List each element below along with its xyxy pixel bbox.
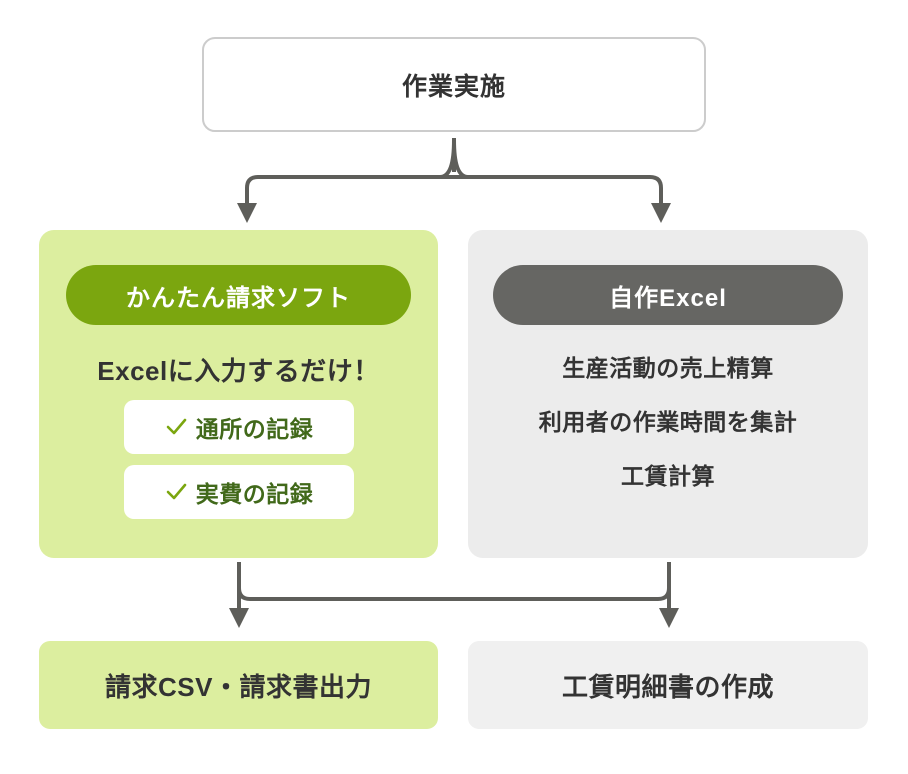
bottom-branch-connector [237, 562, 671, 610]
check-item-label: 実費の記録 [195, 481, 314, 507]
task-line: 利用者の作業時間を集計 [538, 409, 798, 435]
top-node-label: 作業実施 [401, 72, 506, 101]
top-node-work-implementation[interactable]: 作業実施 [202, 37, 706, 132]
outcome-node-wage-statement[interactable]: 工賃明細書の作成 [468, 641, 868, 729]
branch-pill-label: かんたん請求ソフト [126, 284, 351, 312]
task-line: 工賃計算 [621, 463, 715, 489]
check-icon [164, 415, 188, 439]
task-list: 生産活動の売上精算 利用者の作業時間を集計 工賃計算 [539, 349, 798, 491]
check-item[interactable]: 通所の記録 [123, 400, 354, 454]
top-left-arrowhead [237, 203, 257, 223]
outcome-node-label: 請求CSV・請求書出力 [105, 671, 372, 702]
branch-panel-easy-billing-software[interactable]: かんたん請求ソフト Excelに入力するだけ！ 通所の記録 実費の記録 [39, 230, 438, 558]
branch-pill-easy-billing-software: かんたん請求ソフト [66, 265, 411, 325]
outcome-node-billing-output[interactable]: 請求CSV・請求書出力 [39, 641, 438, 729]
check-list: 通所の記録 実費の記録 [123, 400, 354, 519]
task-line: 生産活動の売上精算 [562, 355, 774, 381]
check-item[interactable]: 実費の記録 [123, 465, 354, 519]
bottom-left-arrowhead [229, 608, 249, 628]
top-right-arrowhead [651, 203, 671, 223]
branch-headline: Excelに入力するだけ！ [97, 356, 380, 386]
branch-pill-self-made-excel: 自作Excel [493, 265, 843, 325]
branch-panel-self-made-excel[interactable]: 自作Excel 生産活動の売上精算 利用者の作業時間を集計 工賃計算 [468, 230, 868, 558]
outcome-node-label: 工賃明細書の作成 [561, 671, 774, 702]
branch-pill-label: 自作Excel [609, 284, 727, 312]
top-branch-connector [245, 138, 663, 207]
check-item-label: 通所の記録 [195, 416, 314, 442]
bottom-right-arrowhead [659, 608, 679, 628]
check-icon [164, 480, 188, 504]
